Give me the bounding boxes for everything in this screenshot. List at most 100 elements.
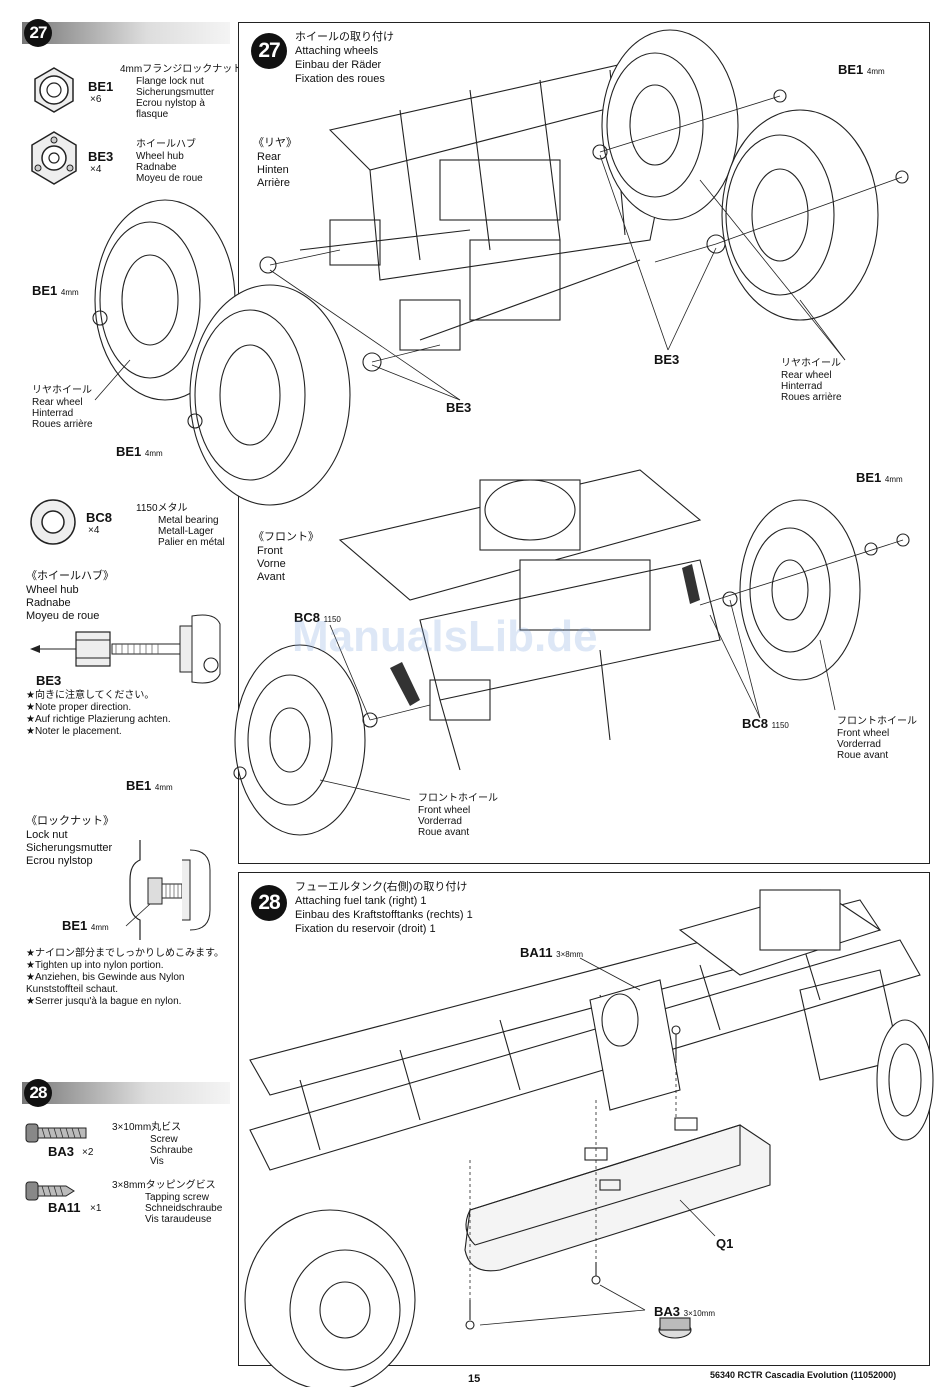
bc8-code: BC8 (86, 510, 113, 525)
hub-direction-drawing (30, 614, 221, 684)
callout-be1-front-right-code: BE1 (856, 470, 882, 485)
be3-fr: Moyeu de roue (136, 173, 203, 184)
hub-note-n4: ★Noter le placement. (26, 726, 122, 737)
rear-heading-fr: Arrière (257, 177, 291, 189)
callout-be1-rear-right: BE1 4mm (838, 62, 885, 77)
ba11-qty: ×1 (90, 1203, 102, 1214)
callout-be3-right: BE3 (654, 352, 680, 367)
front-heading-en: Front (257, 545, 283, 557)
callout-ba11-code: BA11 (520, 945, 553, 960)
callout-ba3: BA3 3×10mm (654, 1304, 715, 1319)
hub-note-n2: ★Note proper direction. (26, 702, 132, 713)
callout-be1-rear-left: BE1 4mm (32, 283, 79, 298)
step-28-title-fr: Fixation du reservoir (droit) 1 (295, 923, 436, 935)
hub-note-n3: ★Auf richtige Plazierung achten. (26, 714, 171, 725)
be1-qty: ×6 (90, 94, 102, 105)
front-wheel-left-en: Front wheel (418, 805, 471, 816)
callout-bc8-front-left: BC8 1150 (294, 610, 341, 625)
parts-header-28 (22, 1082, 230, 1104)
be1-de: Sicherungsmutter (136, 87, 215, 98)
front-heading-fr: Avant (257, 571, 285, 583)
ba11-de: Schneidschraube (145, 1203, 223, 1214)
rear-wheel-right-de: Hinterrad (781, 381, 823, 392)
callout-be3-left: BE3 (446, 400, 472, 415)
ba11-en: Tapping screw (145, 1192, 209, 1203)
front-wheel-right-en: Front wheel (837, 728, 890, 739)
rear-wheel-left-fr: Roues arrière (32, 419, 93, 430)
locknut-note-fr: Ecrou nylstop (26, 855, 93, 867)
callout-q1: Q1 (716, 1236, 734, 1251)
flange-nut-icon (34, 67, 74, 113)
ba3-de: Schraube (150, 1145, 193, 1156)
locknut-note-de: Sicherungsmutter (26, 842, 113, 854)
be1-en: Flange lock nut (136, 76, 204, 87)
locknut-n4: ★Serrer jusqu'à la bague en nylon. (26, 996, 182, 1007)
locknut-label-code: BE1 (62, 918, 88, 933)
rear-wheel-left-de: Hinterrad (32, 408, 74, 419)
callout-be1-rear-left-outer: BE1 4mm (116, 444, 163, 459)
rear-wheel-left-jp: リヤホイール (32, 385, 92, 396)
ba3-code: BA3 (48, 1144, 75, 1159)
callout-bc8-front-right-size: 1150 (771, 721, 789, 730)
bc8-de: Metall-Lager (158, 526, 214, 537)
callout-bc8-front-right: BC8 1150 (742, 716, 789, 731)
callout-bc8-front-right-code: BC8 (742, 716, 769, 731)
locknut-label-size: 4mm (90, 923, 109, 932)
callout-be1-front-right: BE1 4mm (856, 470, 903, 485)
callout-bc8-front-left-code: BC8 (294, 610, 321, 625)
rear-wheel-left-en: Rear wheel (32, 397, 83, 408)
callout-be1-rear-left-code: BE1 (32, 283, 58, 298)
front-wheel-right-fr: Roue avant (837, 750, 889, 761)
front-wheel-right-jp: フロントホイール (837, 716, 917, 727)
bc8-fr: Palier en métal (158, 537, 225, 548)
rear-wheel-right-en: Rear wheel (781, 370, 832, 381)
callout-be1-front-right-size: 4mm (884, 475, 903, 484)
be1-code: BE1 (88, 79, 114, 94)
front-heading-de: Vorne (257, 558, 286, 570)
step-27-title-en: Attaching wheels (295, 45, 379, 57)
hub-note-de: Radnabe (26, 597, 71, 609)
front-wheel-left-fr: Roue avant (418, 827, 470, 838)
metal-bearing-icon (30, 499, 76, 545)
step-27-assembly-drawing (92, 29, 910, 836)
front-heading-jp: 《フロント》 (253, 531, 319, 543)
rear-wheel-right-fr: Roues arrière (781, 392, 842, 403)
callout-ba3-code: BA3 (654, 1304, 681, 1319)
callout-ba3-size: 3×10mm (683, 1309, 715, 1318)
rear-wheel-right-jp: リヤホイール (781, 358, 841, 369)
be3-en: Wheel hub (136, 151, 184, 162)
locknut-n3b: Kunststoffteil schaut. (26, 984, 119, 995)
hub-note-label: BE3 (36, 673, 62, 688)
manual-title: 56340 RCTR Cascadia Evolution (11052000) (710, 1370, 897, 1380)
callout-ba11-size: 3×8mm (556, 950, 584, 959)
hub-note-en: Wheel hub (26, 584, 79, 596)
callout-be1-front-left-code: BE1 (126, 778, 152, 793)
step-28-title-jp: フューエルタンク(右側)の取り付け (295, 881, 468, 893)
wheel-hub-icon (31, 131, 77, 185)
ba3-fr: Vis (150, 1156, 164, 1167)
locknut-n1: ★ナイロン部分までしっかりしめこみます。 (26, 948, 224, 959)
hub-note-fr: Moyeu de roue (26, 610, 100, 622)
step-number-28: 28 (251, 885, 287, 921)
be3-de: Radnabe (136, 162, 177, 173)
ba11-jp: 3×8mmタッピングビス (112, 1180, 216, 1191)
page-number: 15 (468, 1373, 481, 1385)
step-number-28-small: 28 (24, 1079, 52, 1107)
locknut-note-jp: 《ロックナット》 (26, 815, 114, 827)
callout-be1-rear-left-outer-size: 4mm (144, 449, 163, 458)
be3-code: BE3 (88, 149, 114, 164)
front-wheel-left-jp: フロントホイール (418, 793, 498, 804)
step-27-title-de: Einbau der Räder (295, 59, 382, 71)
callout-be1-rear-left-size: 4mm (60, 288, 79, 297)
step-27-title-jp: ホイールの取り付け (295, 31, 394, 43)
locknut-n2: ★Tighten up into nylon portion. (26, 960, 164, 971)
parts-header-27 (22, 22, 230, 44)
step-number-27: 27 (251, 33, 287, 69)
step-28-title-de: Einbau des Kraftstofftanks (rechts) 1 (295, 909, 473, 921)
locknut-label: BE1 4mm (62, 918, 109, 933)
be1-fr1: Ecrou nylstop à (136, 98, 205, 109)
ba3-qty: ×2 (82, 1147, 94, 1158)
screw-icon (25, 1123, 87, 1143)
locknut-detail-drawing (125, 840, 211, 940)
